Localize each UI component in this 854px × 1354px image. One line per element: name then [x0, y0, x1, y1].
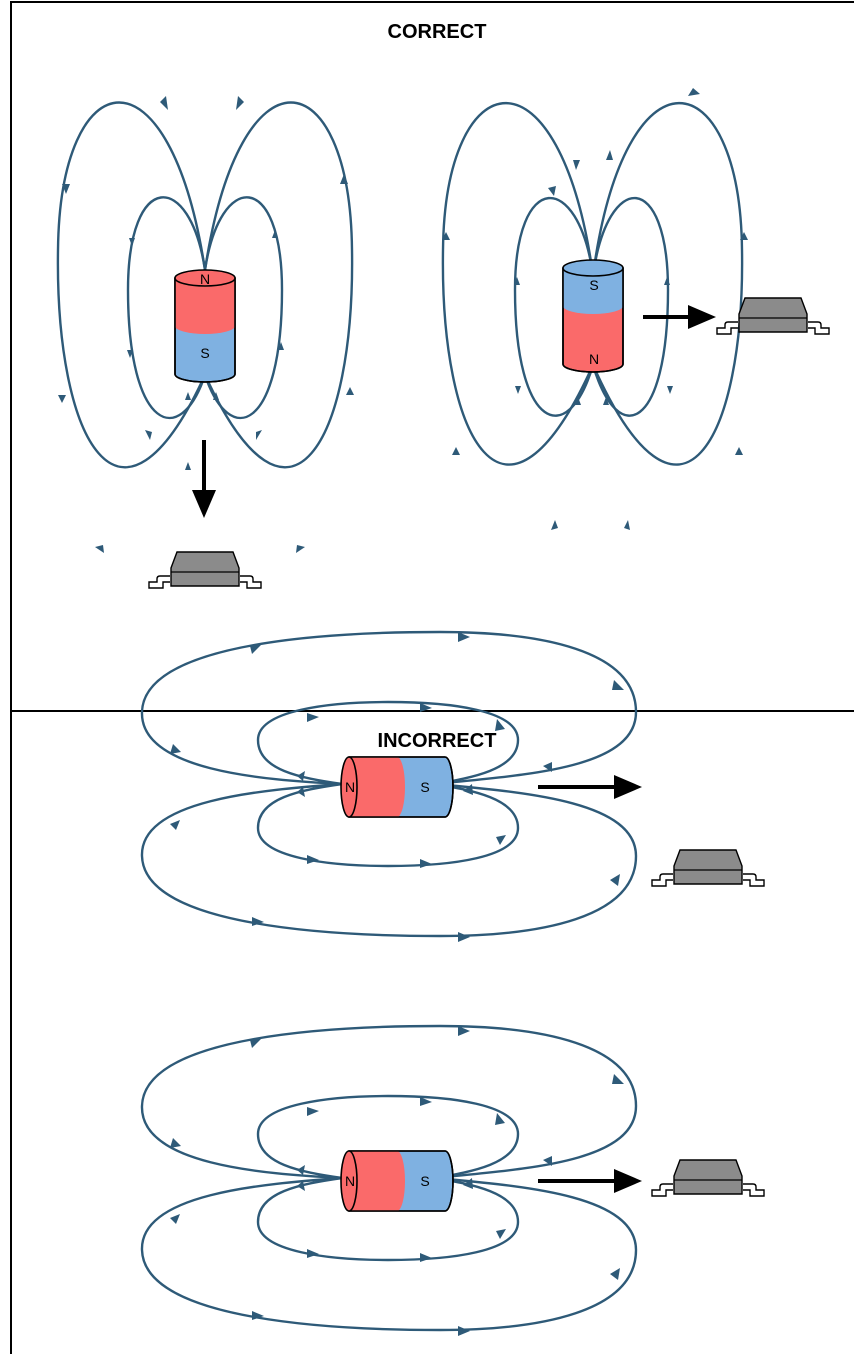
pole-label-south-4: S	[420, 1173, 429, 1189]
field-arrows-horizontal-3	[170, 632, 624, 942]
magnet-horizontal-4	[340, 1150, 454, 1212]
pole-label-south-2: S	[589, 277, 598, 293]
incorrect-title: INCORRECT	[378, 730, 497, 752]
correct-title: CORRECT	[388, 21, 487, 43]
field-lines-vertical-2	[441, 101, 744, 466]
sensor-chip-1	[148, 551, 262, 589]
motion-arrow-right-2	[643, 305, 716, 329]
field-arrows-horizontal-4	[170, 1026, 624, 1336]
motion-arrow-right-3	[538, 775, 642, 799]
motion-arrow-right-4	[538, 1169, 642, 1193]
field-arrows-vertical-1	[58, 96, 354, 553]
pole-label-south-3: S	[420, 779, 429, 795]
motion-arrow-down	[192, 440, 216, 518]
sensor-chip-4	[651, 1159, 765, 1197]
field-lines-horizontal-3	[140, 630, 638, 938]
incorrect-panel-frame	[10, 710, 854, 1354]
sensor-chip-3	[651, 849, 765, 887]
pole-label-north-3: N	[345, 779, 355, 795]
pole-label-north: N	[200, 271, 210, 287]
pole-label-south: S	[200, 345, 209, 361]
field-lines-horizontal-4	[140, 1024, 638, 1332]
magnet-horizontal-3	[340, 756, 454, 818]
pole-label-north-2: N	[589, 351, 599, 367]
field-arrows-vertical-2	[442, 88, 748, 530]
field-lines-vertical-1	[56, 101, 354, 469]
pole-label-north-4: N	[345, 1173, 355, 1189]
sensor-chip-2	[716, 297, 830, 335]
